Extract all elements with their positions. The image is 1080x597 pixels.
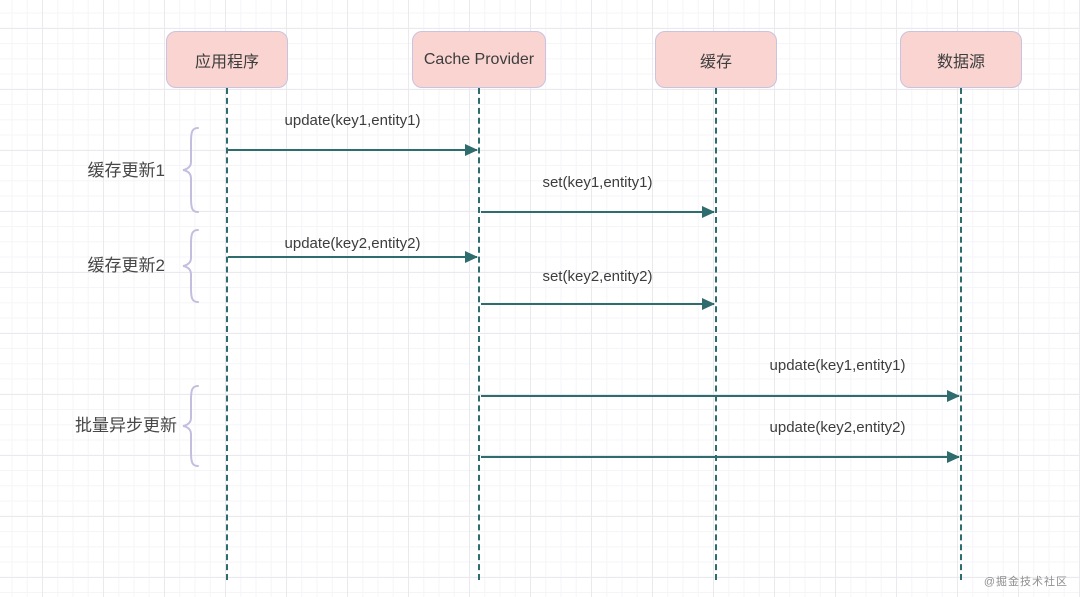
actor-box-cache-provider: Cache Provider	[412, 31, 546, 88]
actor-box-application: 应用程序	[166, 31, 288, 88]
watermark-text: @掘金技术社区	[983, 576, 1068, 588]
lifeline-cache-provider	[478, 88, 480, 580]
actor-box-cache: 缓存	[655, 31, 777, 88]
message-arrow	[481, 206, 715, 218]
group-brace-1	[182, 127, 199, 213]
group-brace-3	[182, 385, 199, 467]
message-label: update(key1,entity1)	[284, 112, 421, 129]
lifeline-cache	[715, 88, 717, 580]
message-arrow	[228, 251, 478, 263]
message-label: set(key1,entity1)	[542, 174, 653, 191]
group-brace-2	[182, 229, 199, 303]
message-label: update(key1,entity1)	[769, 357, 906, 374]
message-arrow	[481, 390, 960, 402]
message-label: update(key2,entity2)	[769, 419, 906, 436]
actor-box-datasource: 数据源	[900, 31, 1022, 88]
lifeline-application	[226, 88, 228, 580]
group-label-batch-async-update: 批量异步更新	[75, 416, 177, 435]
message-label: set(key2,entity2)	[542, 268, 653, 285]
message-arrow	[481, 298, 715, 310]
message-arrow	[228, 144, 478, 156]
message-label: update(key2,entity2)	[284, 235, 421, 252]
lifeline-datasource	[960, 88, 962, 580]
message-arrow	[481, 451, 960, 463]
group-label-cache-update-1: 缓存更新1	[87, 161, 165, 180]
group-label-cache-update-2: 缓存更新2	[87, 256, 165, 275]
